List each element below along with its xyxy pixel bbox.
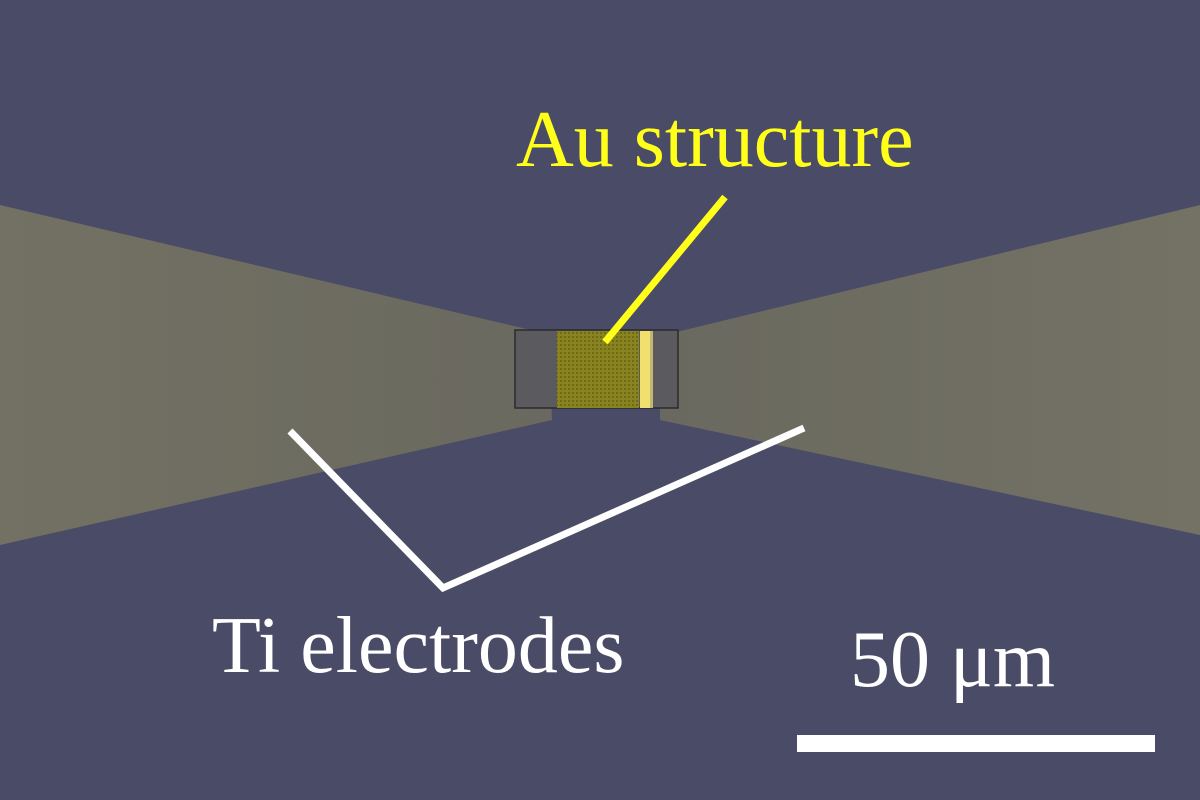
ti-electrodes-label: Ti electrodes (212, 602, 625, 690)
au-edge-strip (650, 331, 653, 408)
right-ti-electrode (660, 205, 1200, 535)
au-structure-region (557, 331, 639, 408)
ti-pointer-lines (287, 424, 806, 593)
au-structure-label: Au structure (516, 96, 914, 184)
au-pointer-line (602, 194, 728, 345)
scale-bar-label: 50 μm (850, 616, 1056, 704)
left-ti-electrode (0, 205, 552, 545)
scale-bar (797, 735, 1155, 752)
au-bright-edge (640, 331, 650, 408)
